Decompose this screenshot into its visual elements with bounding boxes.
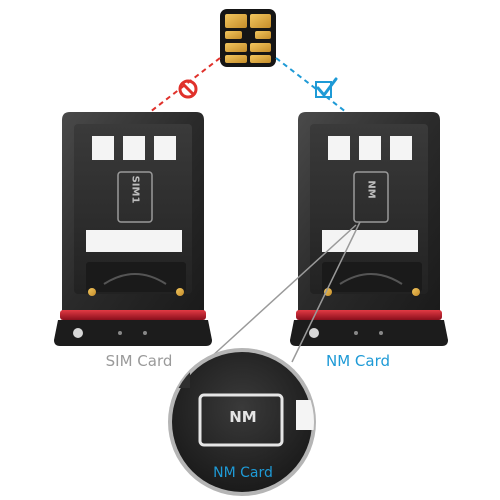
nm-card-chip bbox=[220, 9, 276, 67]
zoom-caption: NM Card bbox=[213, 465, 273, 481]
sim-tray bbox=[54, 112, 212, 346]
left-connector-line bbox=[149, 57, 221, 113]
nm-tray bbox=[290, 112, 448, 346]
zoom-magnifier bbox=[168, 348, 316, 496]
zoom-callout-line-1 bbox=[291, 221, 361, 363]
right-connector-line bbox=[275, 57, 347, 113]
nm-card-label: NM Card bbox=[325, 352, 391, 370]
sim-card-label: SIM Card bbox=[105, 352, 173, 370]
no-symbol-icon bbox=[178, 79, 198, 99]
zoom-callout-line-2 bbox=[209, 224, 357, 359]
checkmark-icon bbox=[315, 77, 338, 98]
zoom-chip-label: NM bbox=[229, 408, 257, 426]
sim-tray-chip-label: SIM1 bbox=[129, 175, 141, 204]
nm-tray-chip-label: NM bbox=[365, 180, 377, 199]
